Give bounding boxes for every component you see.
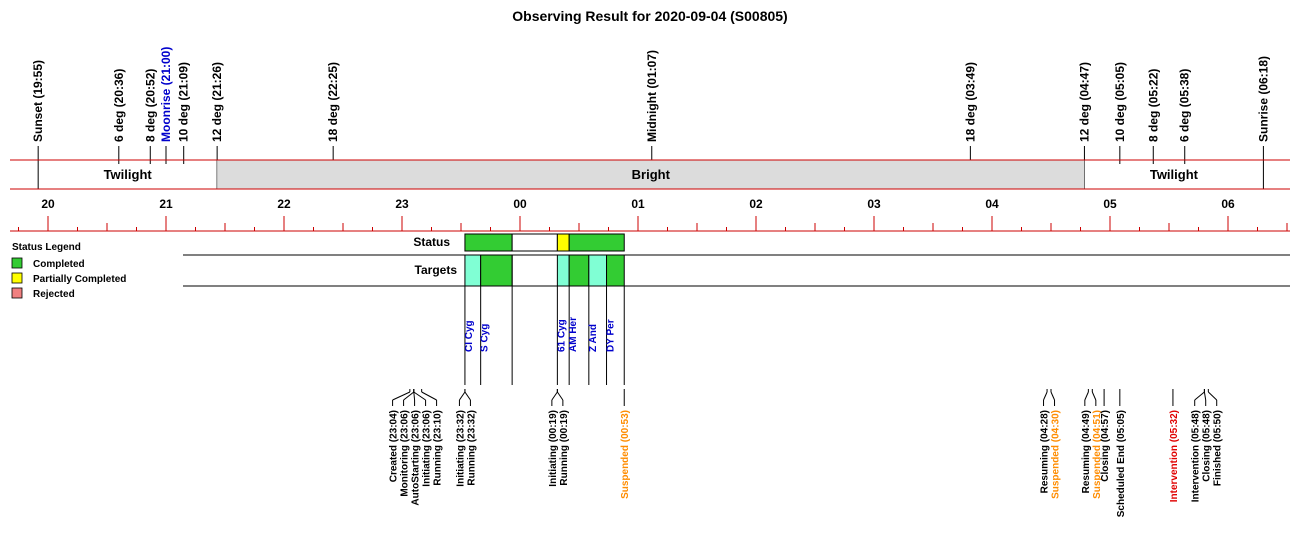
log-event-fan-4-0 (1043, 391, 1048, 401)
legend-swatch-rejected (11, 287, 23, 299)
log-event-fan-9-0 (1194, 391, 1205, 401)
hour-tick-label-22: 22 (277, 197, 291, 211)
chart-title: Observing Result for 2020-09-04 (S00805) (512, 8, 787, 24)
log-event-label-autostarting-23-06: AutoStarting (23:06) (411, 410, 422, 506)
legend-title: Status Legend (12, 242, 81, 253)
log-event-label-running-00-19: Running (00:19) (559, 410, 570, 486)
hour-tick-label-06: 06 (1221, 197, 1235, 211)
log-event-fan-1-1 (464, 391, 471, 401)
log-event-label-suspended-04-51: Suspended (04:51) (1092, 410, 1103, 499)
hour-tick-label-02: 02 (749, 197, 763, 211)
log-event-label-suspended-04-30: Suspended (04:30) (1051, 410, 1062, 499)
log-event-label-closing-05-48: Closing (05:48) (1202, 410, 1213, 482)
phase-label-twilight-0: Twilight (104, 167, 153, 182)
status-segment-0 (464, 233, 513, 252)
log-event-fan-2-0 (551, 391, 558, 401)
target-block-dy-per (606, 254, 625, 287)
log-event-label-intervention-05-32: Intervention (05:32) (1169, 410, 1180, 502)
log-event-fan-0-3 (413, 391, 426, 401)
target-block-z-and (588, 254, 608, 287)
phase-shade-bright (217, 160, 1085, 189)
hour-tick-label-05: 05 (1103, 197, 1117, 211)
sky-event-label-12-deg-04-47: 12 deg (04:47) (1077, 62, 1091, 142)
log-event-label-initiating-00-19: Initiating (00:19) (548, 410, 559, 487)
log-event-label-finished-05-50: Finished (05:50) (1213, 410, 1224, 486)
log-event-label-resuming-04-49: Resuming (04:49) (1081, 410, 1092, 493)
log-event-fan-9-1 (1203, 391, 1207, 401)
target-block-am-her (568, 254, 590, 287)
target-label-ci-cyg: CI Cyg (464, 320, 475, 352)
hour-tick-label-21: 21 (159, 197, 173, 211)
log-event-label-resuming-04-28: Resuming (04:28) (1040, 410, 1051, 493)
sky-event-label-12-deg-21-26: 12 deg (21:26) (210, 62, 224, 142)
phase-label-twilight-2: Twilight (1150, 167, 1199, 182)
sky-event-label-sunset-19-55: Sunset (19:55) (31, 60, 45, 142)
target-label-s-cyg: S Cyg (480, 324, 491, 352)
target-block-61-cyg (556, 254, 570, 287)
sky-event-label-10-deg-05-05: 10 deg (05:05) (1113, 62, 1127, 142)
log-event-fan-1-0 (459, 391, 466, 401)
log-event-label-initiating-23-06: Initiating (23:06) (422, 410, 433, 487)
sky-event-label-8-deg-20-52: 8 deg (20:52) (143, 69, 157, 142)
hour-tick-label-04: 04 (985, 197, 999, 211)
hour-tick-label-03: 03 (867, 197, 881, 211)
log-event-label-initiating-23-32: Initiating (23:32) (455, 410, 466, 487)
hour-tick-label-20: 20 (41, 197, 55, 211)
log-event-fan-0-1 (403, 391, 415, 401)
log-event-fan-5-0 (1084, 391, 1089, 401)
legend-label-rejected: Rejected (33, 289, 75, 300)
log-event-label-scheduled-end-05-05: Scheduled End (05:05) (1116, 410, 1127, 517)
log-event-fan-5-1 (1091, 391, 1097, 401)
log-event-label-running-23-32: Running (23:32) (466, 410, 477, 486)
sky-event-label-midnight-01-07: Midnight (01:07) (645, 50, 659, 142)
log-event-fan-0-2 (413, 391, 416, 401)
sky-event-label-moonrise-21-00: Moonrise (21:00) (159, 47, 173, 142)
sky-event-label-6-deg-20-36: 6 deg (20:36) (112, 69, 126, 142)
hour-tick-label-23: 23 (395, 197, 409, 211)
target-label-61-cyg: 61 Cyg (556, 319, 567, 352)
target-label-am-her: AM Her (568, 317, 579, 352)
hour-tick-label-01: 01 (631, 197, 645, 211)
status-segment-1 (511, 233, 558, 252)
log-event-fan-2-1 (556, 391, 564, 401)
legend-label-partially-completed: Partially Completed (33, 274, 126, 285)
log-event-label-suspended-00-53: Suspended (00:53) (620, 410, 631, 499)
sky-event-label-18-deg-03-49: 18 deg (03:49) (963, 62, 977, 142)
targets-row-label: Targets (415, 263, 458, 277)
phase-label-bright-1: Bright (632, 167, 671, 182)
target-label-z-and: Z And (588, 324, 599, 352)
sky-event-label-sunrise-06-18: Sunrise (06:18) (1256, 56, 1270, 142)
sky-event-label-8-deg-05-22: 8 deg (05:22) (1146, 69, 1160, 142)
legend-swatch-partially-completed (11, 272, 23, 284)
target-label-dy-per: DY Per (606, 319, 617, 352)
target-block-s-cyg (480, 254, 513, 287)
log-event-label-monitoring-23-06: Monitoring (23:06) (400, 410, 411, 497)
legend-swatch-completed (11, 257, 23, 269)
log-event-fan-0-4 (421, 391, 437, 401)
log-event-fan-4-1 (1050, 391, 1055, 401)
target-block-ci-cyg (464, 254, 482, 287)
legend-label-completed: Completed (33, 259, 85, 270)
log-event-label-created-23-04: Created (23:04) (389, 410, 400, 482)
sky-event-label-6-deg-05-38: 6 deg (05:38) (1178, 69, 1192, 142)
log-event-label-running-23-10: Running (23:10) (433, 410, 444, 486)
log-event-label-closing-04-57: Closing (04:57) (1100, 410, 1111, 482)
log-event-fan-0-0 (392, 391, 411, 401)
hour-tick-label-00: 00 (513, 197, 527, 211)
log-event-label-intervention-05-48: Intervention (05:48) (1191, 410, 1202, 502)
status-segment-2 (556, 233, 570, 252)
status-row-label: Status (413, 235, 450, 249)
sky-event-label-10-deg-21-09: 10 deg (21:09) (177, 62, 191, 142)
sky-event-label-18-deg-22-25: 18 deg (22:25) (326, 62, 340, 142)
status-segment-3 (568, 233, 625, 252)
log-event-fan-9-2 (1207, 391, 1218, 401)
